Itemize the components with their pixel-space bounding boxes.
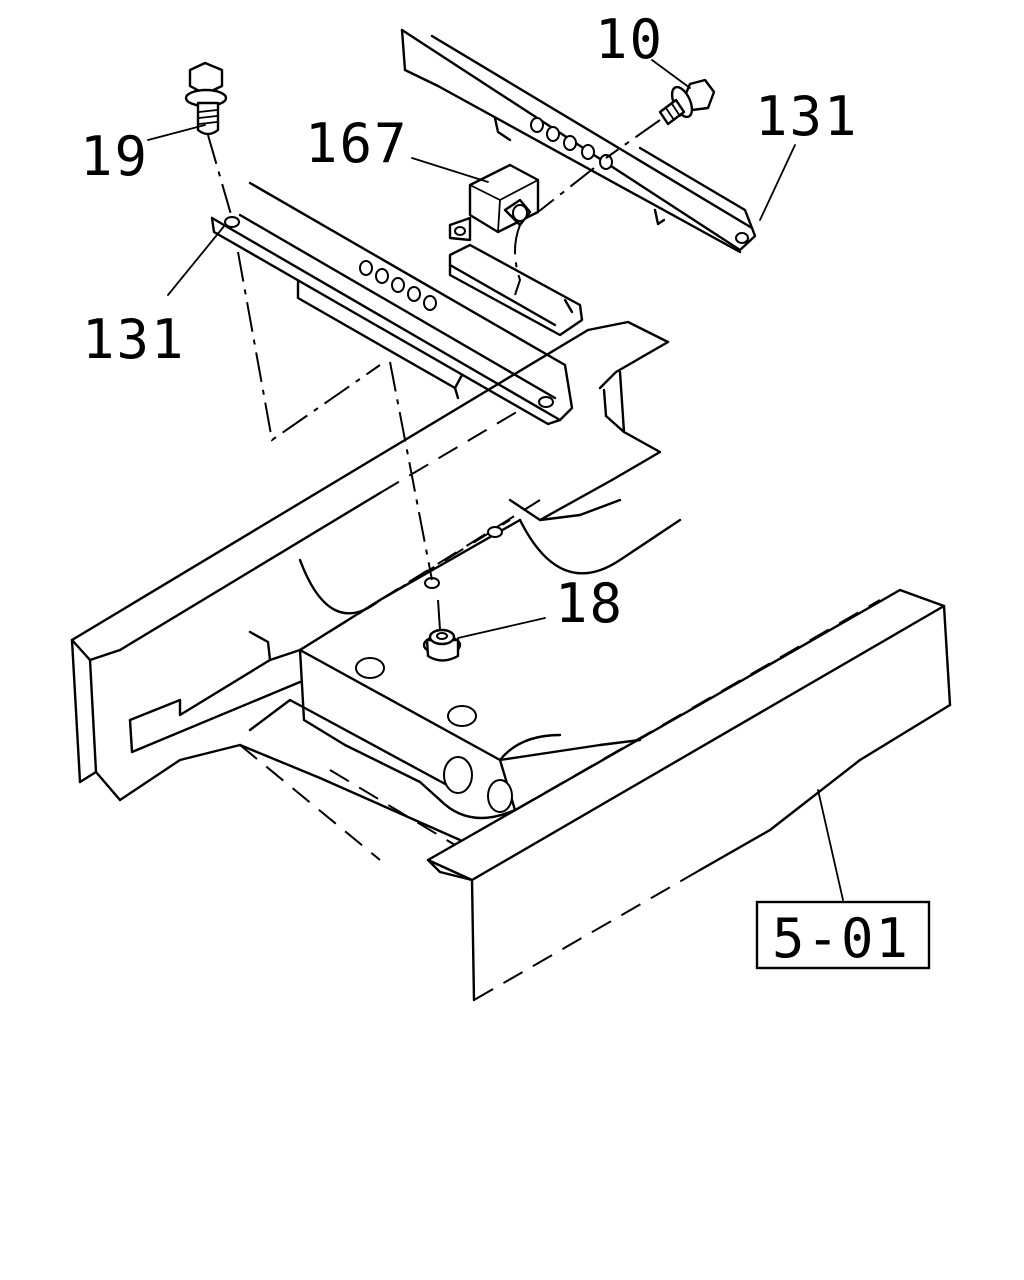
hex-flange-bolt-icon xyxy=(658,78,716,126)
slot-hole xyxy=(407,286,421,302)
hex-flange-bolt-icon xyxy=(184,61,228,136)
callout-part-18: 18 xyxy=(555,572,624,635)
bracket-hole xyxy=(454,226,466,236)
crossmember-hole xyxy=(487,779,513,813)
callout-part-10: 10 xyxy=(595,8,664,71)
crossmember-hole xyxy=(355,657,385,679)
crossmember-hole xyxy=(443,756,473,794)
reference-label: 5-01 xyxy=(772,907,910,970)
crossmember-hole xyxy=(487,526,503,538)
flange-nut-icon xyxy=(422,628,462,662)
callout-part-131-right: 131 xyxy=(755,85,859,148)
bracket-hole xyxy=(735,232,749,244)
slot-hole xyxy=(423,295,437,311)
slot-hole xyxy=(546,126,560,142)
frame-right-rail xyxy=(426,588,952,1002)
crossmember-hole xyxy=(447,705,477,727)
reference-box-5-01[interactable]: 5-01 xyxy=(755,900,931,970)
slot-hole xyxy=(563,135,577,151)
slot-hole xyxy=(391,277,405,293)
callout-part-131-left: 131 xyxy=(82,308,186,371)
leader-lines xyxy=(147,59,844,901)
sensor-port xyxy=(512,204,528,222)
bracket-131-right xyxy=(400,28,757,254)
bracket-hole xyxy=(538,396,554,408)
slot-hole xyxy=(375,268,389,284)
bracket-hole xyxy=(224,216,240,228)
slot-hole xyxy=(359,260,373,276)
slot-hole xyxy=(581,144,595,160)
callout-part-167: 167 xyxy=(305,112,409,175)
assembly-centerlines xyxy=(207,119,661,631)
frame-left-rail xyxy=(70,320,670,802)
bracket-131-left xyxy=(210,181,574,426)
callout-part-19: 19 xyxy=(80,125,149,188)
slot-hole xyxy=(530,117,544,133)
slot-hole xyxy=(599,154,613,170)
frame-crossmember xyxy=(238,498,682,861)
